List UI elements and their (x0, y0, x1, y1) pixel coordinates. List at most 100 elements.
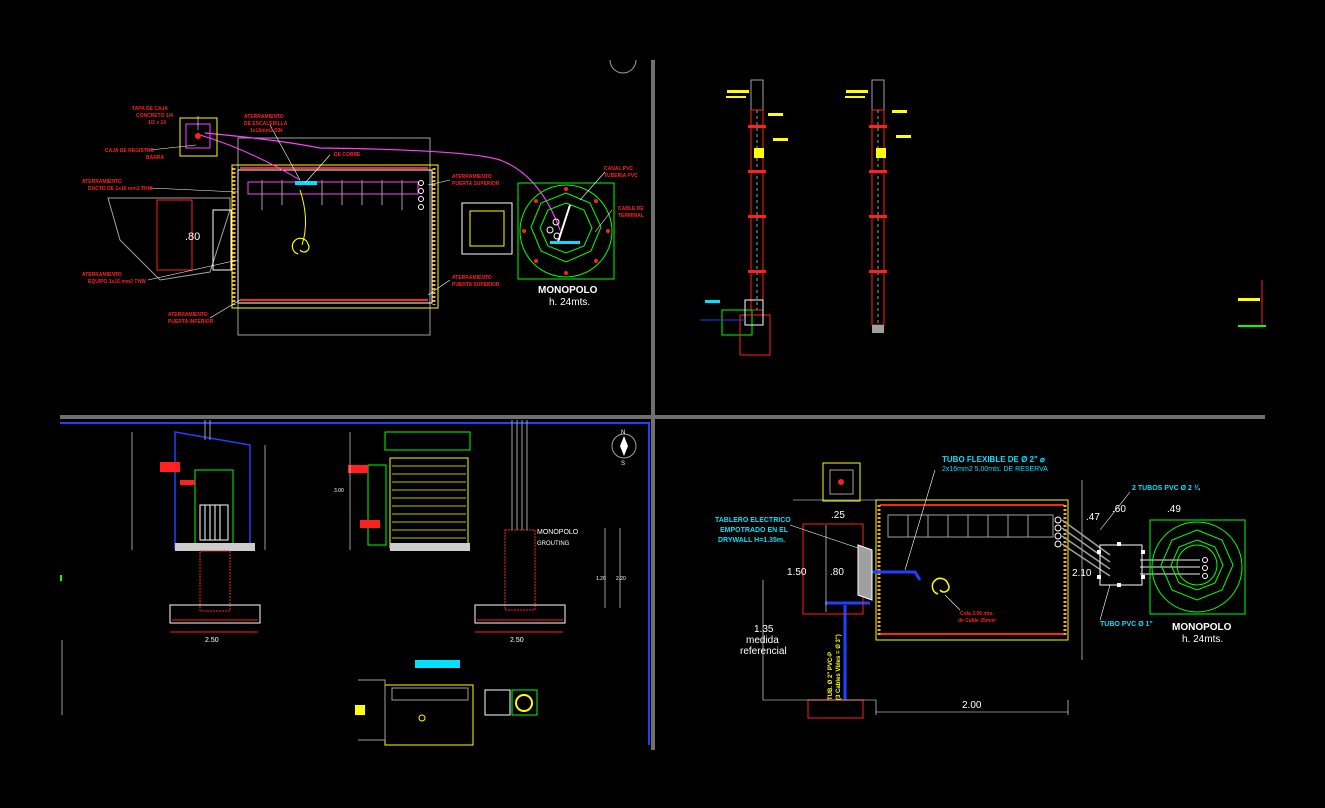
conduit-1 (418, 180, 424, 186)
detail-referencial: referencial (740, 646, 787, 657)
detail-panel-3: DRYWALL H=1.35m. (718, 537, 785, 544)
detail-monopole-base (1149, 519, 1246, 615)
red-label-10: DUCTO DE 1x16 mm2 THW (88, 186, 153, 192)
detail-dim-47: .47 (1086, 512, 1100, 523)
sectionA-slab (175, 543, 255, 551)
plan-top-monopole-title: MONOPOLO (538, 285, 598, 296)
detail-monopole-title: MONOPOLO (1172, 622, 1232, 633)
detail-registry-box (822, 462, 861, 502)
detail-leaders (789, 469, 1131, 621)
vertical-divider (651, 60, 655, 750)
detail-panel-1: TABLERO ELECTRICO (715, 517, 791, 524)
sectionB-top (384, 431, 471, 451)
detail-panel-door (857, 544, 873, 601)
sectionB-dim-120: 1.20 (596, 576, 606, 582)
detail-flexible-tube: TUBO FLEXIBLE DE Ø 2" ⌀ (942, 455, 1045, 464)
small-plan-coil (418, 714, 426, 722)
north-arrow-needle (620, 436, 628, 456)
sectionB-grouting: GROUTING (537, 541, 570, 547)
sectionA-tag2 (180, 480, 195, 485)
pole2-box (876, 148, 886, 158)
pole1-tag-cyan (705, 300, 720, 303)
red-annotations: TAPA DE CAJA CONCRETO 1/4 1/2 x 10 ATERR… (82, 106, 644, 325)
detail-monopole-height: h. 24mts. (1182, 634, 1223, 645)
pole1-tags (726, 90, 788, 141)
north-arrow-s: S (621, 461, 625, 467)
small-detail-2 (1238, 325, 1266, 327)
conduit-3 (418, 196, 424, 202)
busbar (295, 181, 317, 185)
detail-registry-rod (838, 479, 844, 485)
pole1-box (754, 148, 764, 158)
sectionB-dim-220: 2.20 (616, 576, 626, 582)
equipment-outline (107, 197, 231, 281)
pole1-base-box (721, 309, 753, 336)
monopole-ring (519, 184, 613, 278)
pad-square (461, 202, 513, 255)
red-label-6: CAJA DE REGISTRO (105, 148, 154, 154)
detail-dim-200: 2.00 (962, 700, 982, 711)
red-label-22: TERMINAL (618, 213, 644, 219)
detail-vertical-label-2: (3 Cables Vbles = Ø 3") (836, 634, 842, 700)
pole1-base (739, 314, 771, 356)
red-label-13: ATERRAMIENTO (452, 174, 492, 180)
monopole-busbar (550, 241, 580, 244)
sectionB-tag2 (360, 520, 380, 528)
detail-coil-label-1: Cola 3.00 mts. (960, 611, 994, 617)
registry-box (179, 117, 218, 157)
monopole-octagon (530, 192, 602, 263)
north-arrow-partial (609, 59, 637, 74)
ladder-rungs (261, 180, 403, 210)
detail-blue-cable (870, 570, 922, 581)
conduit-2 (418, 188, 424, 194)
detail-flexible-tube-sub: 2x16mm2 5.00mts. DE RESERVA (942, 466, 1048, 473)
red-label-16: ATERRAMIENTO (452, 275, 492, 281)
pole-elevations (700, 79, 1266, 356)
sectionA-dim-250: 2.50 (205, 637, 219, 644)
north-arrow-n: N (621, 430, 625, 436)
sectionA-panel-lines (204, 505, 221, 540)
detail-medida: medida (746, 635, 779, 646)
cable-ladder (247, 181, 419, 195)
red-label-21: CABLE DE (618, 206, 644, 212)
detail-dim-25: .25 (831, 510, 845, 521)
monopole-hole-3 (553, 232, 561, 240)
detail-coil-label-2: de Cable 35mm² (958, 618, 997, 624)
detail-monopole-octagon (1160, 529, 1234, 601)
sectionA-panel (199, 504, 229, 541)
red-label-11: ATERRAMIENTO (82, 272, 122, 278)
anchor-bolts (522, 187, 610, 275)
red-label-19: PUERTA INFERIOR (168, 319, 214, 325)
red-label-15: CANAL PVC (604, 166, 633, 172)
pad-square-inner (469, 210, 505, 247)
detail-dim-210: 2.10 (1072, 568, 1092, 579)
red-label-5: 1x16mm2 SIN (250, 128, 283, 134)
shelter-outline (231, 164, 439, 309)
ground-cable (204, 132, 561, 231)
small-plan-yellow (355, 705, 365, 715)
detail-registry-inner (829, 469, 854, 495)
sectionB-slab (390, 543, 470, 551)
red-label-3: ATERRAMIENTO (244, 114, 284, 120)
sectionA-pedestal (199, 550, 231, 612)
red-label-9: ATERRAMIENTO (82, 179, 122, 185)
shelter-inner (237, 169, 433, 304)
small-plan-pad (484, 689, 511, 716)
red-label-17: PUERTA SUPERIOR (452, 282, 500, 288)
detail-dim-150: 1.50 (787, 567, 807, 578)
small-plan-monopole (511, 689, 538, 716)
red-label-0: TAPA DE CAJA (132, 106, 168, 112)
detail-monopole-ring (1151, 521, 1243, 613)
sectionB-fins (392, 465, 466, 539)
sectionB-tag (348, 465, 368, 473)
plan-top-monopole-height: h. 24mts. (549, 297, 590, 308)
sections: N S 2.50 (60, 420, 637, 746)
red-label-20: TUBERIA PVC (604, 173, 638, 179)
small-plan-left (358, 679, 386, 741)
sectionB-pedestal (504, 529, 536, 611)
sectionA-tag (160, 462, 180, 472)
red-label-4: DE ESCALERILLA (244, 121, 288, 127)
small-plan-ring (515, 694, 533, 712)
sectionB-monopole: MONOPOLO (537, 529, 579, 536)
